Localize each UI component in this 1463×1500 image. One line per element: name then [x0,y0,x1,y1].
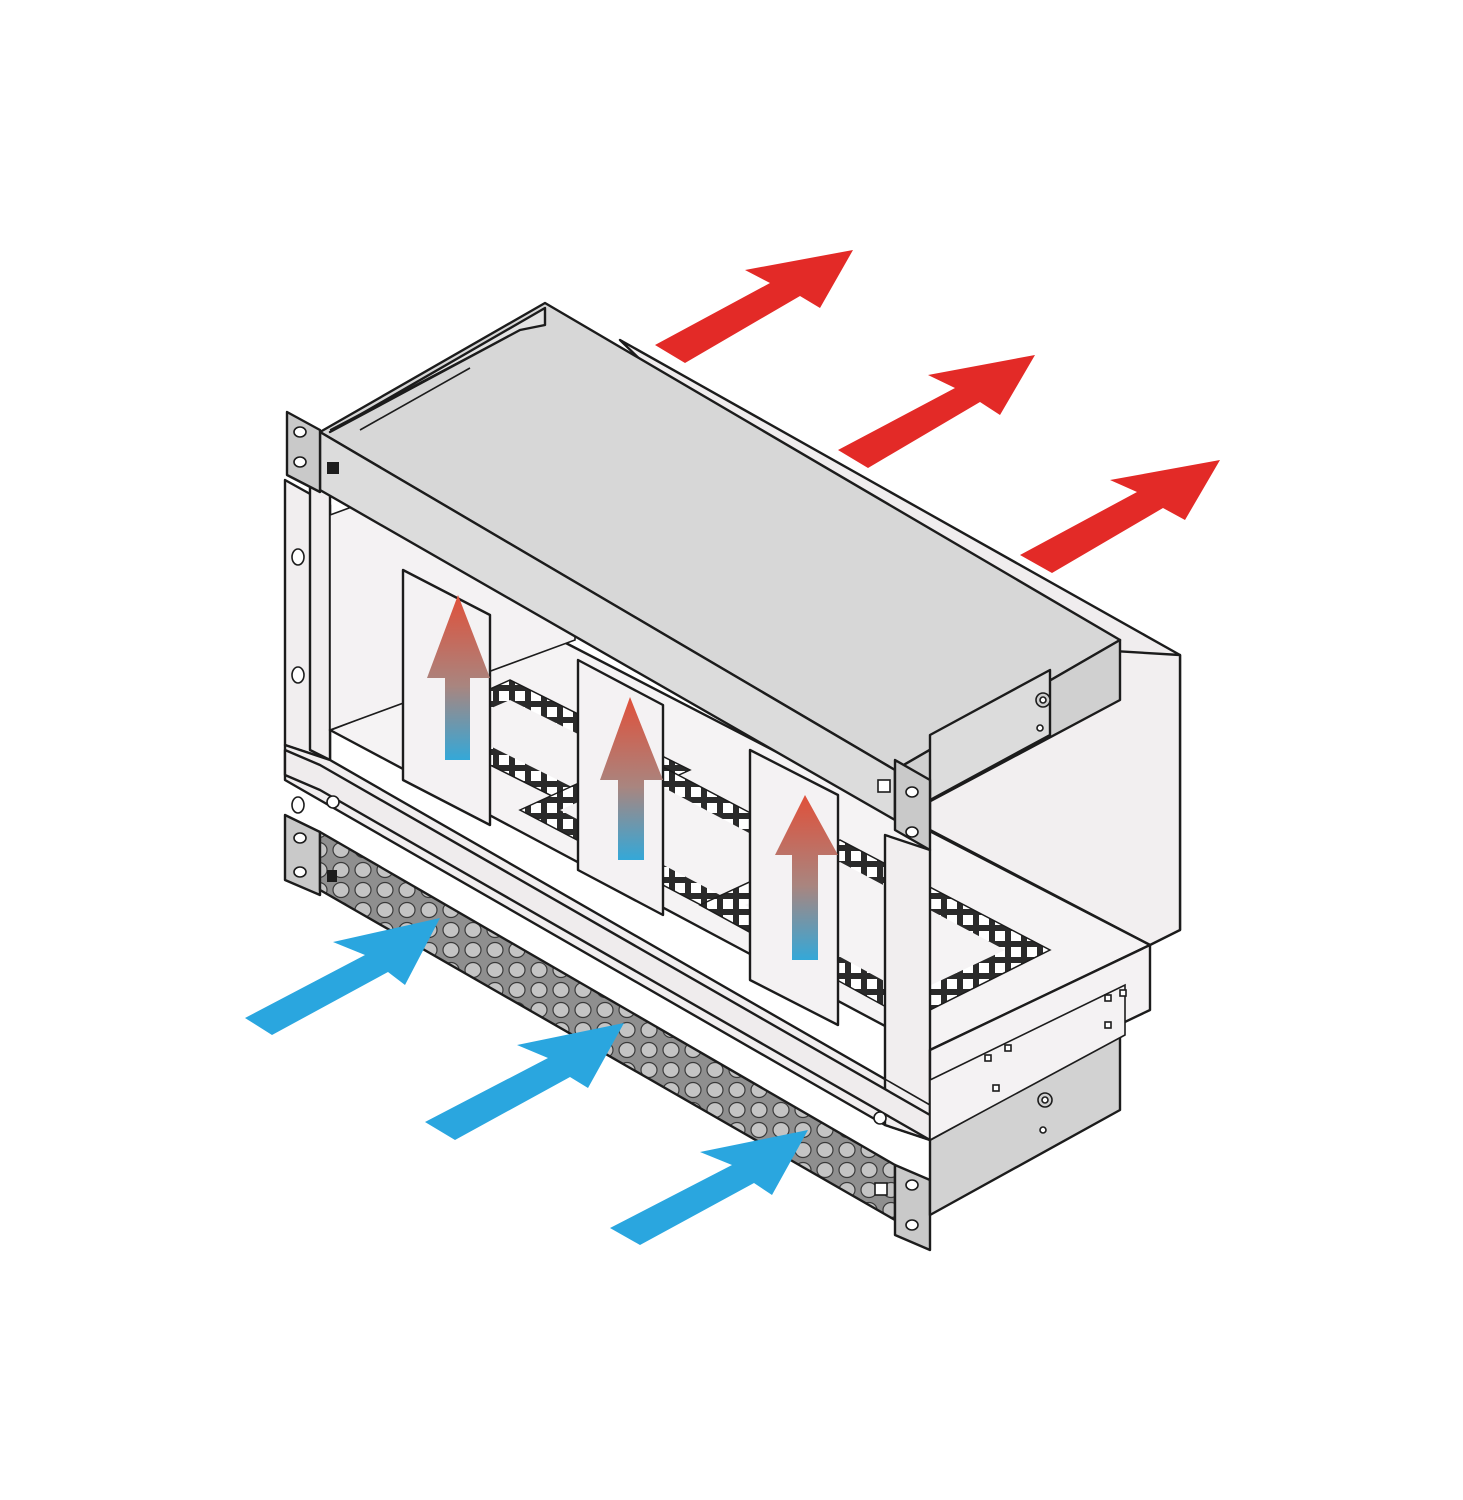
internal-arrow-3 [775,795,838,960]
intake-arrow-3 [610,1130,808,1245]
exhaust-arrow-2 [838,355,1035,468]
internal-airflow-arrows [427,595,838,960]
fan-tray [283,813,1122,1252]
rack-ear-left-top [285,410,322,494]
right-side-plate [928,943,1152,1142]
intake-arrow-1 [245,918,440,1035]
intake-arrow-2 [425,1023,624,1140]
exhaust-arrows [655,250,1220,573]
logo-badge [327,462,339,474]
internal-arrow-1 [427,595,490,760]
internal-arrow-2 [600,697,663,860]
exhaust-arrow-3 [1020,460,1220,573]
rack-ear-right-top [893,758,932,852]
intake-arrows [245,918,808,1245]
exhaust-arrow-1 [655,250,853,363]
top-blank-panel [318,301,1122,822]
rack-ears-top [285,410,932,852]
